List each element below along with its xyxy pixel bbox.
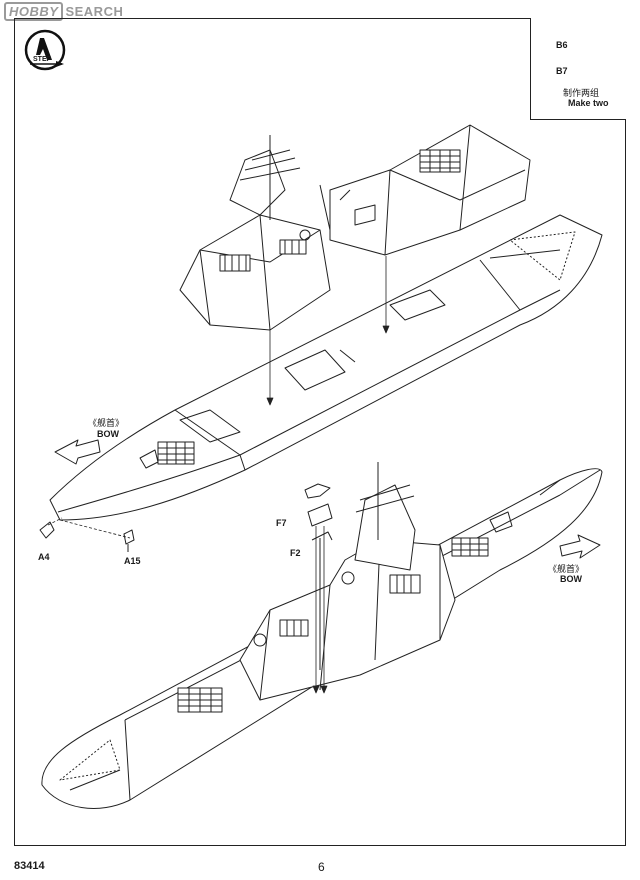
upper-bow-arrow-icon xyxy=(54,439,101,465)
callout-part-b7-label: B7 xyxy=(556,66,568,76)
part-f7-label: F7 xyxy=(276,518,287,528)
lower-assembly-arrows xyxy=(312,526,328,694)
part-a15-icon xyxy=(123,529,135,552)
callout-part-b6-label: B6 xyxy=(556,40,568,50)
part-f2-label: F2 xyxy=(290,548,301,558)
upper-superstructure-forward xyxy=(179,135,331,331)
product-code: 83414 xyxy=(14,860,45,872)
part-a15-label: A15 xyxy=(124,556,141,566)
step-badge-icon xyxy=(24,29,66,71)
part-a4-label: A4 xyxy=(38,552,50,562)
step-label: STEP xyxy=(33,56,52,63)
part-a4-icon xyxy=(39,521,55,539)
make-two-callout xyxy=(530,18,626,120)
upper-hull xyxy=(49,214,603,521)
lower-bow-en-label: BOW xyxy=(560,574,582,584)
part-f7-icon xyxy=(304,483,333,527)
page-number: 6 xyxy=(318,860,325,874)
callout-en-text: Make two xyxy=(568,98,609,108)
callout-cn-text: 制作两组 xyxy=(563,89,600,99)
page-frame xyxy=(14,18,626,846)
upper-bow-cn-label: 《舰首》 xyxy=(88,419,125,429)
upper-superstructure-aft xyxy=(319,124,531,256)
upper-bow-en-label: BOW xyxy=(97,429,119,439)
lower-superstructure xyxy=(239,462,456,701)
lower-bow-arrow-icon xyxy=(559,534,601,559)
watermark-logo: HOBBY xyxy=(4,2,64,21)
lower-bow-cn-label: 《舰首》 xyxy=(548,565,585,575)
part-f2-icon xyxy=(311,531,333,670)
watermark-text: SEARCH xyxy=(65,4,124,19)
upper-assembly-arrows xyxy=(47,256,390,539)
